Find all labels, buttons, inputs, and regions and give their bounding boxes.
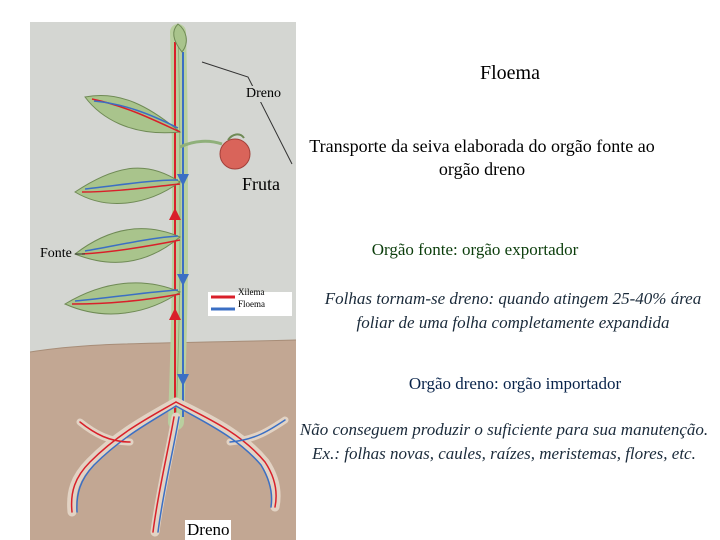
transport-text: Transporte da seiva elaborada do orgão f… (309, 136, 655, 179)
slide-title: Floema (480, 62, 540, 84)
label-fruta: Fruta (242, 174, 280, 194)
label-dreno-top: Dreno (244, 86, 283, 102)
soil (30, 340, 296, 540)
dreno-examples-text: Não conseguem produzir o suficiente para… (299, 420, 709, 463)
plant-illustration (30, 22, 296, 540)
top-bud (173, 23, 187, 53)
legend-xilema-label: Xilema (238, 287, 265, 297)
fonte-definition: Orgão fonte: orgão exportador (371, 240, 579, 259)
roots (67, 397, 289, 537)
dreno-definition: Orgão dreno: orgão importador (408, 374, 622, 393)
leaf-lower (63, 282, 182, 315)
label-fonte: Fonte (40, 246, 72, 261)
fruit (219, 138, 251, 170)
fruit-stalk (179, 139, 223, 149)
legend (208, 292, 292, 316)
dreno-pointer (201, 61, 293, 165)
legend-floema-label: Floema (238, 299, 265, 309)
folhas-dreno-text: Folhas tornam-se dreno: quando atingem 2… (324, 289, 702, 332)
plant-diagram: Dreno Fruta Fonte Xilema Floema Dreno (30, 22, 296, 540)
label-dreno-bottom: Dreno (185, 520, 232, 540)
leaf-upper (84, 94, 182, 134)
leaf-middle (74, 167, 181, 204)
